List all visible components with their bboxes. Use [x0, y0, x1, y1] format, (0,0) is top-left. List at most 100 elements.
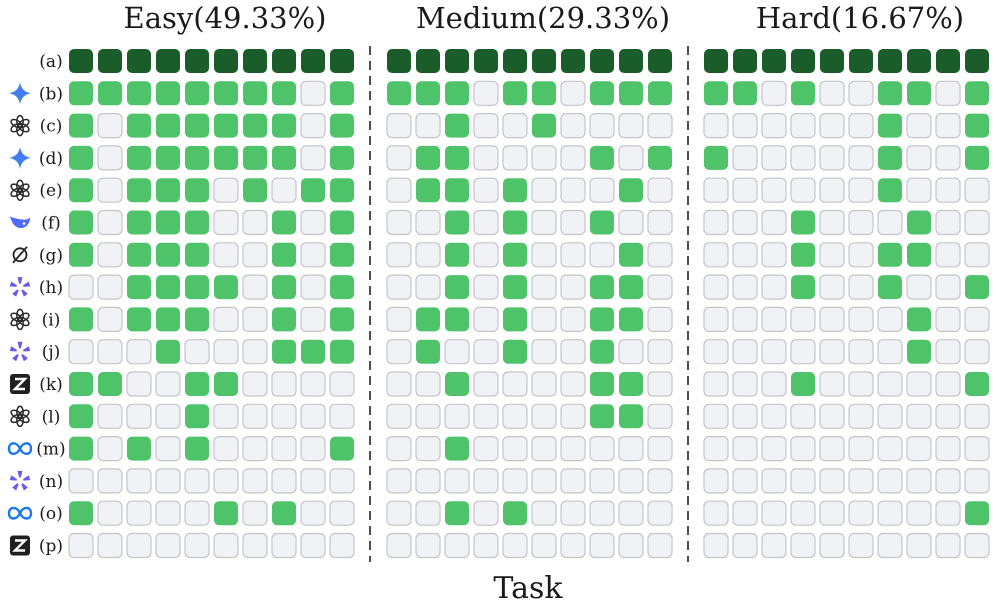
solved-cell — [445, 81, 469, 106]
unsolved-cell — [560, 468, 586, 494]
unsolved-cell — [732, 112, 758, 139]
unsolved-cell — [761, 209, 787, 236]
unsolved-cell — [935, 145, 961, 171]
unsolved-cell — [386, 468, 412, 494]
unsolved-cell — [647, 306, 673, 332]
row-label-group: (g) — [12, 246, 63, 266]
solved-cell — [503, 501, 527, 526]
unsolved-cell — [415, 371, 441, 397]
row-label-group: (c) — [10, 114, 62, 137]
panel-title-medium: Medium(29.33%) — [416, 1, 670, 35]
reference-cell — [648, 49, 672, 73]
unsolved-cell — [531, 145, 557, 171]
reference-cell — [301, 49, 325, 73]
unsolved-cell — [761, 145, 787, 171]
unsolved-cell — [502, 371, 528, 397]
solved-cell — [330, 113, 354, 138]
solved-cell — [272, 307, 296, 332]
unsolved-cell — [473, 145, 499, 171]
solved-cell — [69, 242, 93, 267]
unsolved-cell — [386, 339, 412, 365]
unsolved-cell — [213, 403, 239, 429]
solved-cell — [330, 210, 354, 235]
unsolved-cell — [703, 500, 729, 526]
unsolved-cell — [560, 242, 586, 268]
unsolved-cell — [935, 500, 961, 526]
unsolved-cell — [964, 242, 990, 268]
unsolved-cell — [386, 532, 412, 559]
unsolved-cell — [618, 145, 644, 171]
unsolved-cell — [531, 242, 557, 268]
unsolved-cell — [848, 532, 874, 559]
unsolved-cell — [300, 306, 326, 332]
unsolved-cell — [906, 436, 932, 462]
panel-1-cells — [386, 49, 673, 559]
unsolved-cell — [415, 468, 441, 494]
unsolved-cell — [473, 500, 499, 526]
unsolved-cell — [329, 403, 355, 429]
unsolved-cell — [444, 339, 470, 365]
unsolved-cell — [647, 371, 673, 397]
unsolved-cell — [732, 436, 758, 462]
unsolved-cell — [906, 468, 932, 494]
solved-cell — [185, 242, 209, 267]
unsolved-cell — [97, 209, 123, 236]
unsolved-cell — [732, 145, 758, 171]
solved-cell — [445, 242, 469, 267]
unsolved-cell — [242, 500, 268, 526]
solved-cell — [330, 307, 354, 332]
unsolved-cell — [848, 209, 874, 236]
unsolved-cell — [703, 532, 729, 559]
unsolved-cell — [618, 436, 644, 462]
unsolved-cell — [560, 403, 586, 429]
unsolved-cell — [300, 145, 326, 171]
row-label-group: (b) — [9, 82, 63, 105]
row-label: (o) — [39, 504, 63, 524]
unsolved-cell — [848, 436, 874, 462]
unsolved-cell — [184, 468, 210, 494]
unsolved-cell — [935, 371, 961, 397]
solved-cell — [156, 113, 180, 138]
unsolved-cell — [647, 177, 673, 203]
unsolved-cell — [589, 112, 615, 139]
solved-cell — [590, 210, 614, 235]
unsolved-cell — [300, 500, 326, 526]
unsolved-cell — [444, 532, 470, 559]
unsolved-cell — [761, 532, 787, 559]
unsolved-cell — [184, 339, 210, 365]
unsolved-cell — [819, 80, 845, 106]
unsolved-cell — [68, 339, 94, 365]
unsolved-cell — [703, 274, 729, 300]
row-label-group: (a) — [39, 52, 62, 72]
solved-cell — [156, 242, 180, 267]
unsolved-cell — [300, 242, 326, 268]
solved-cell — [503, 178, 527, 203]
solved-cell — [445, 113, 469, 138]
unsolved-cell — [242, 403, 268, 429]
solved-cell — [416, 339, 440, 364]
unsolved-cell — [300, 209, 326, 236]
unsolved-cell — [415, 242, 441, 268]
gemini-sparkle-icon — [9, 82, 31, 105]
unsolved-cell — [300, 403, 326, 429]
solved-cell — [156, 178, 180, 203]
solved-cell — [791, 275, 815, 300]
solved-cell — [907, 242, 931, 267]
unsolved-cell — [386, 274, 412, 300]
row-label: (j) — [42, 343, 61, 363]
solved-cell — [878, 81, 902, 106]
unsolved-cell — [386, 500, 412, 526]
unsolved-cell — [473, 371, 499, 397]
unsolved-cell — [935, 403, 961, 429]
z-logo-icon — [10, 374, 30, 394]
solved-cell — [185, 404, 209, 429]
unsolved-cell — [97, 500, 123, 526]
row-label: (m) — [36, 440, 65, 460]
unsolved-cell — [560, 436, 586, 462]
solved-cell — [127, 307, 151, 332]
row-label: (a) — [39, 52, 62, 72]
openai-icon — [10, 405, 30, 428]
solved-cell — [272, 210, 296, 235]
solved-cell — [503, 339, 527, 364]
unsolved-cell — [732, 532, 758, 559]
